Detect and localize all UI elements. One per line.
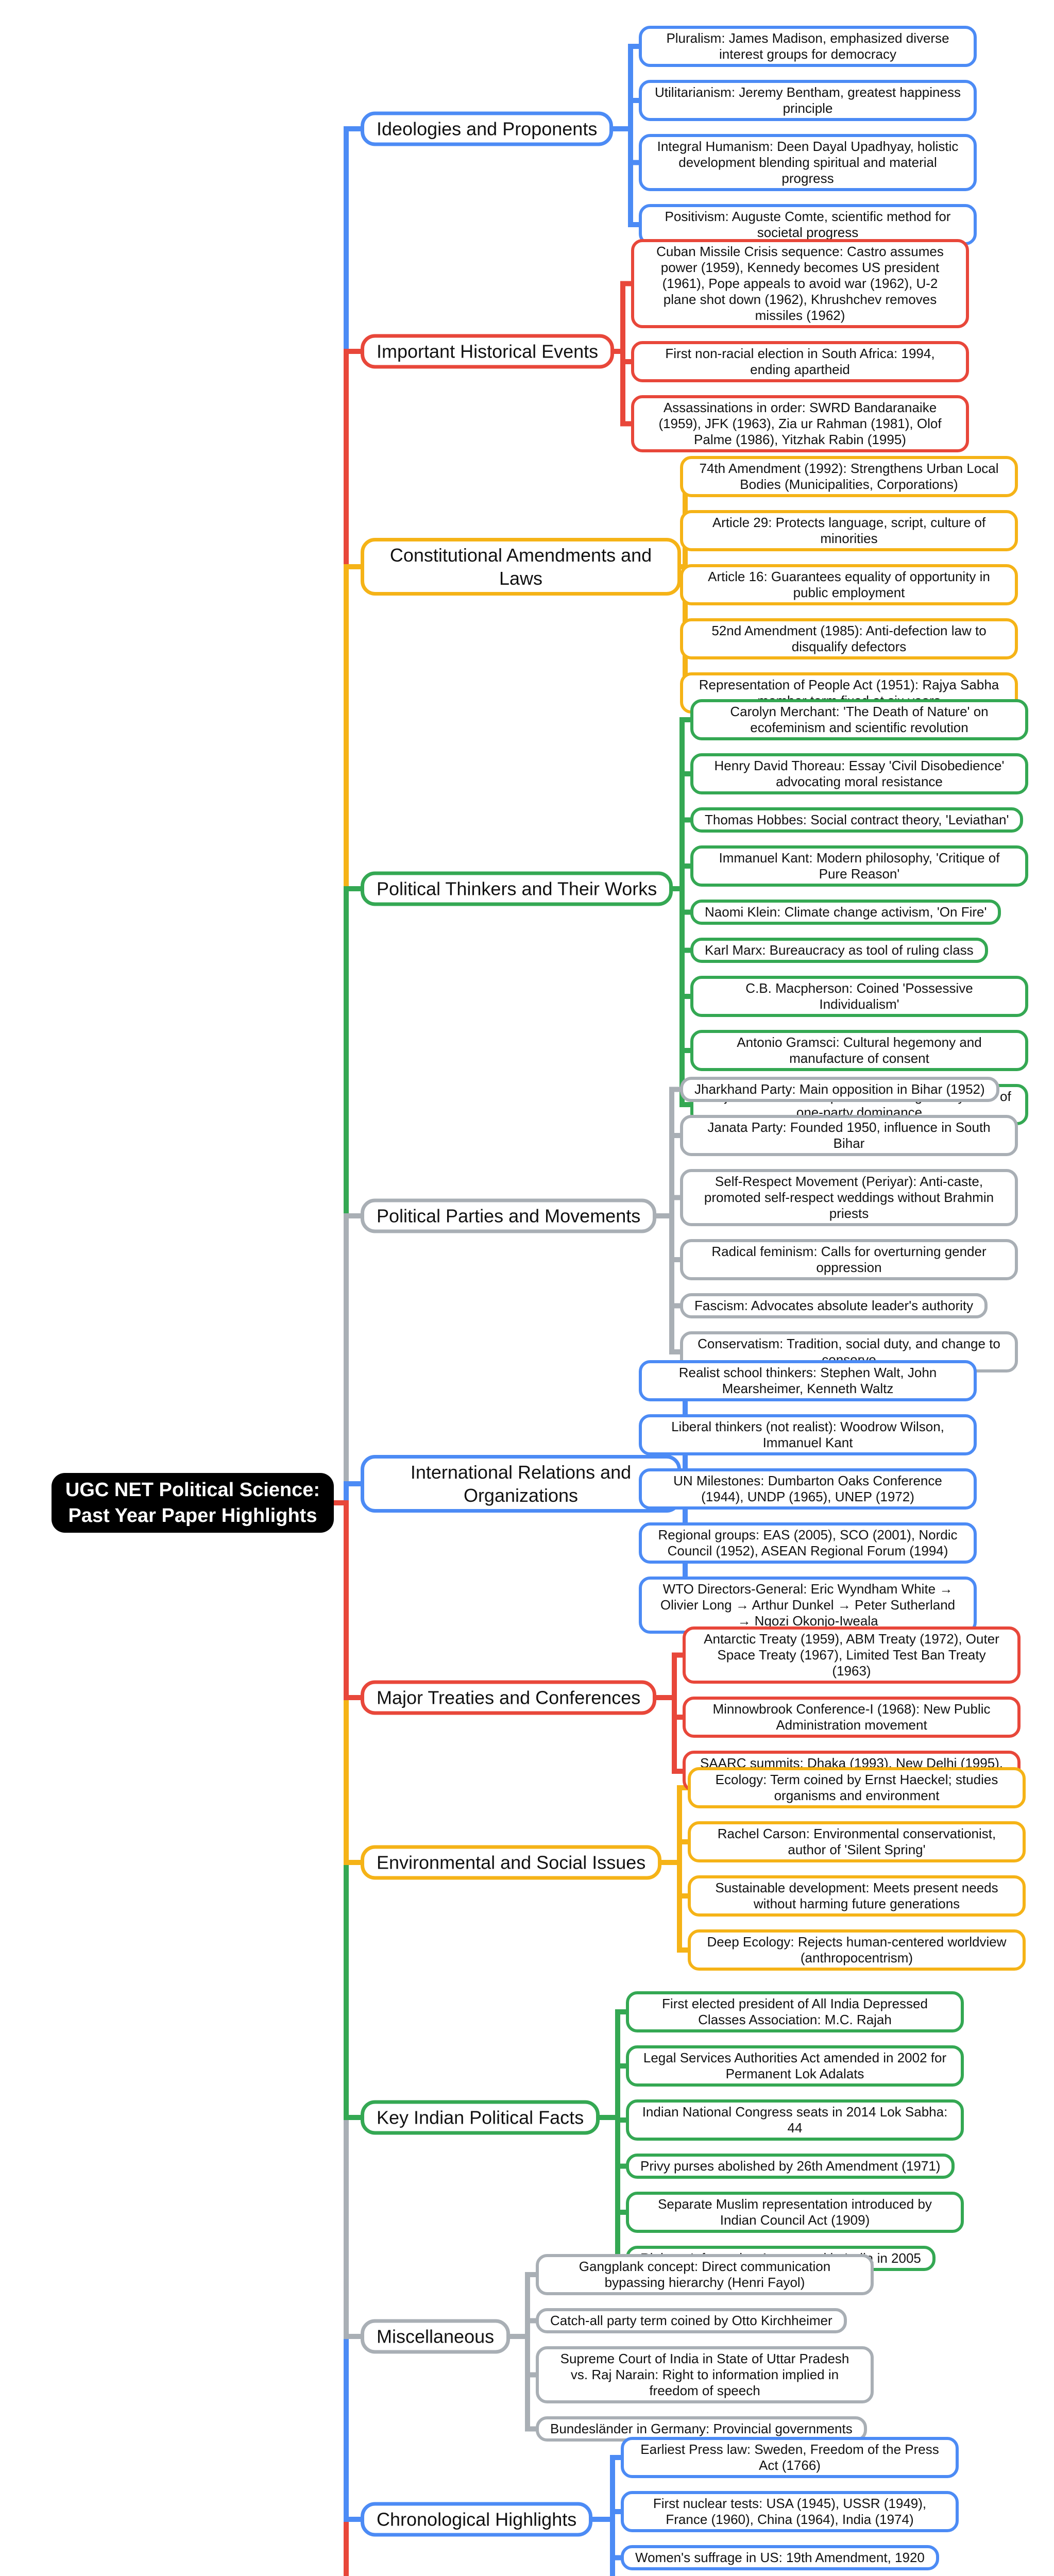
mindmap-connectors [332,44,693,2576]
